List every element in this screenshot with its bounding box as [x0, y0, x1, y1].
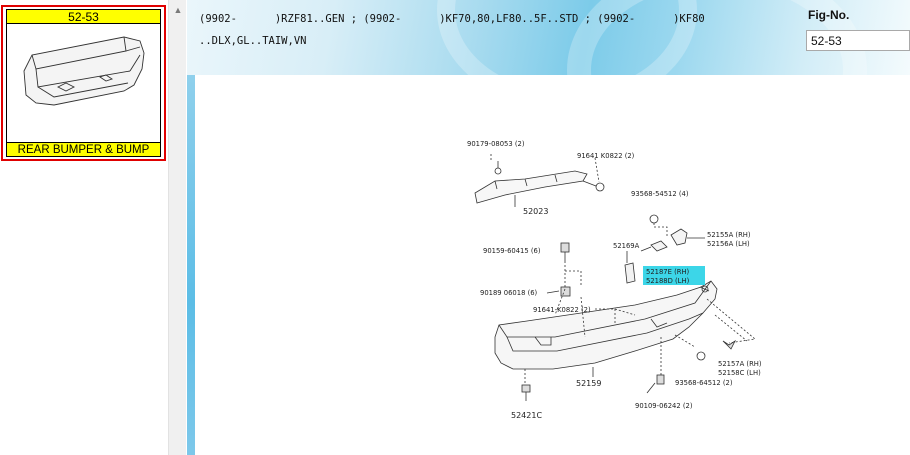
label-90179-08053[interactable]: 90179-08053 (2): [467, 140, 525, 148]
parts-diagram-area: 90179-08053 (2) 91641 K0822 (2) 52023 93…: [195, 75, 910, 455]
label-52023[interactable]: 52023: [523, 207, 548, 216]
thumbnail-fig-number: 52-53: [7, 10, 160, 24]
parts-diagram: 90179-08053 (2) 91641 K0822 (2) 52023 93…: [467, 140, 762, 420]
frame-border-strip: [187, 75, 195, 455]
label-90159-60415[interactable]: 90159-60415 (6): [483, 247, 541, 255]
fig-number-label: Fig-No.: [808, 8, 850, 22]
applicability-line-2: ..DLX,GL..TAIW,VN: [199, 35, 307, 47]
thumbnail-caption: REAR BUMPER & BUMP: [7, 142, 160, 156]
figure-thumbnail-card[interactable]: 52-53 REAR BUMPER & BUMP: [1, 5, 166, 161]
label-52158c[interactable]: 52158C (LH): [718, 369, 761, 377]
scroll-up-arrow-icon[interactable]: ▲: [170, 1, 186, 19]
label-52421c[interactable]: 52421C: [511, 411, 542, 420]
applicability-text: (9902- )RZF81..GEN ; (9902- )KF70,80,LF8…: [199, 8, 799, 52]
label-52157a[interactable]: 52157A (RH): [718, 360, 762, 368]
label-52187e[interactable]: 52187E (RH): [646, 268, 690, 276]
figure-thumbnail[interactable]: 52-53 REAR BUMPER & BUMP: [6, 9, 161, 157]
label-52188d[interactable]: 52188D (LH): [646, 277, 690, 285]
label-93568-54512[interactable]: 93568-54512 (4): [631, 190, 689, 198]
vertical-scrollbar[interactable]: ▲: [168, 0, 186, 455]
label-52155a[interactable]: 52155A (RH): [707, 231, 751, 239]
label-90189-06018[interactable]: 90189 06018 (6): [480, 289, 538, 297]
thumbnail-panel: 52-53 REAR BUMPER & BUMP: [0, 0, 168, 455]
fig-number-input[interactable]: [806, 30, 910, 51]
applicability-line-1: (9902- )RZF81..GEN ; (9902- )KF70,80,LF8…: [199, 13, 705, 25]
label-91641-k0822-top[interactable]: 91641 K0822 (2): [577, 152, 635, 160]
label-52156a[interactable]: 52156A (LH): [707, 240, 750, 248]
label-52169a[interactable]: 52169A: [613, 242, 640, 250]
highlighted-part-box[interactable]: [643, 266, 705, 285]
figure-header: (9902- )RZF81..GEN ; (9902- )KF70,80,LF8…: [187, 0, 910, 75]
label-93568-64512[interactable]: 93568-64512 (2): [675, 379, 733, 387]
label-91641-k0822-bottom[interactable]: 91641-K0822 (2): [533, 306, 591, 314]
label-90109-06242[interactable]: 90109-06242 (2): [635, 402, 693, 410]
label-52159[interactable]: 52159: [576, 379, 601, 388]
rear-bumper-thumbnail-image: [23, 36, 145, 106]
